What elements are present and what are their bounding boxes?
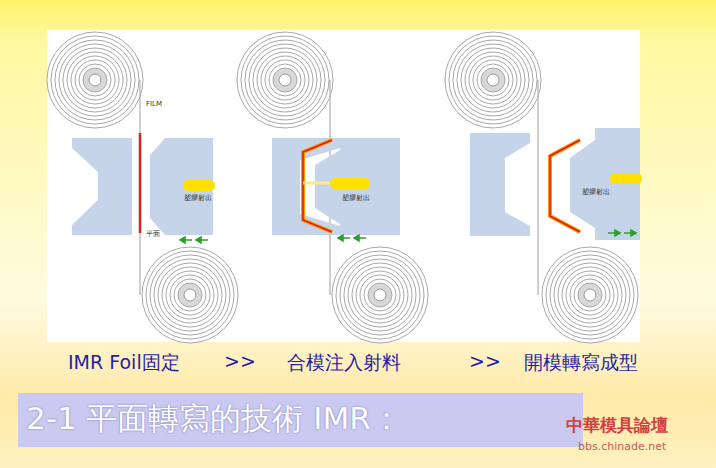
molded-part <box>550 140 580 232</box>
reel-ring <box>352 267 408 323</box>
reel-ring <box>170 275 210 315</box>
reel-hub <box>584 289 596 301</box>
title-band <box>18 393 583 447</box>
reel-ring <box>473 60 513 100</box>
reel-ring <box>67 52 123 108</box>
molded-part <box>550 140 580 232</box>
reel-ring <box>332 247 428 343</box>
white-panel <box>47 30 640 342</box>
reel-ring <box>558 263 622 327</box>
reel-ring <box>59 44 131 116</box>
watermark-url: bbs.chinade.net <box>578 440 666 453</box>
reel-ring <box>83 68 107 92</box>
reel-ring <box>546 251 634 339</box>
reel-ring <box>178 283 202 307</box>
reel-ring <box>241 36 329 124</box>
foil-formed <box>303 140 332 232</box>
reel-ring <box>368 283 392 307</box>
reel-ring <box>469 56 517 104</box>
reel-ring <box>445 32 541 128</box>
part-label: 塑膠射出 <box>582 187 610 197</box>
reel-ring <box>550 255 630 335</box>
reel-ring <box>166 271 214 319</box>
reel-ring <box>142 247 238 343</box>
reel-ring <box>174 279 206 311</box>
nozzle <box>330 178 370 189</box>
foil-formed <box>303 140 332 232</box>
reel-ring <box>150 255 230 335</box>
film-label: FILM <box>146 100 162 108</box>
reel-ring <box>269 64 301 96</box>
reel-ring <box>162 267 218 323</box>
reel-hub <box>487 74 499 86</box>
reel-ring <box>364 279 396 311</box>
reel-ring <box>461 48 525 112</box>
reel-ring <box>477 64 509 96</box>
motion-arrows <box>180 230 636 243</box>
film-lines <box>140 80 538 295</box>
reel-ring <box>562 267 618 323</box>
reel-ring <box>237 32 333 128</box>
film-reels <box>47 32 638 343</box>
mold-stage3 <box>470 128 640 240</box>
reel-ring <box>360 275 400 315</box>
reel-ring <box>265 60 305 100</box>
reel-ring <box>453 40 533 120</box>
reel-ring <box>465 52 521 108</box>
reel-ring <box>570 275 610 315</box>
reel-ring <box>449 36 537 124</box>
reel-ring <box>158 263 222 327</box>
reel-ring <box>578 283 602 307</box>
step-separator: >> <box>224 350 256 372</box>
reel-ring <box>55 40 135 120</box>
reel-ring <box>554 259 626 331</box>
step-caption: 合模注入射料 <box>287 350 401 376</box>
nozzle <box>610 173 642 184</box>
reel-ring <box>75 60 115 100</box>
reel-ring <box>249 44 321 116</box>
reel-ring <box>71 56 119 104</box>
reel-ring <box>154 259 226 331</box>
reel-ring <box>356 271 404 319</box>
reel-ring <box>574 279 606 311</box>
reel-ring <box>146 251 234 339</box>
reel-hub <box>279 74 291 86</box>
reel-ring <box>51 36 139 124</box>
reel-ring <box>344 259 416 331</box>
reel-ring <box>273 68 297 92</box>
reel-ring <box>481 68 505 92</box>
reel-ring <box>542 247 638 343</box>
resin-flow <box>303 182 330 185</box>
step-separator: >> <box>469 350 501 372</box>
nozzle <box>183 180 215 191</box>
watermark: 中華模具論壇 <box>566 414 668 437</box>
reel-ring <box>566 271 614 319</box>
part-label: 平面 <box>146 229 160 239</box>
foil <box>139 133 142 233</box>
reel-hub <box>374 289 386 301</box>
part-label: 塑膠射出 <box>342 193 370 203</box>
reel-ring <box>340 255 420 335</box>
step-caption: IMR Foil固定 <box>68 350 180 376</box>
reel-ring <box>261 56 309 104</box>
reel-ring <box>47 32 143 128</box>
reel-ring <box>336 251 424 339</box>
reel-ring <box>348 263 412 327</box>
reel-ring <box>257 52 313 108</box>
slide-title: 2-1 平面轉寫的技術 IMR： <box>26 398 402 440</box>
reel-ring <box>245 40 325 120</box>
reel-hub <box>184 289 196 301</box>
reel-hub <box>89 74 101 86</box>
mold-stage2 <box>272 138 400 235</box>
reel-ring <box>457 44 529 116</box>
part-label: 塑膠射出 <box>184 193 212 203</box>
step-caption: 開模轉寫成型 <box>524 350 638 376</box>
reel-ring <box>253 48 317 112</box>
reel-ring <box>63 48 127 112</box>
reel-ring <box>79 64 111 96</box>
